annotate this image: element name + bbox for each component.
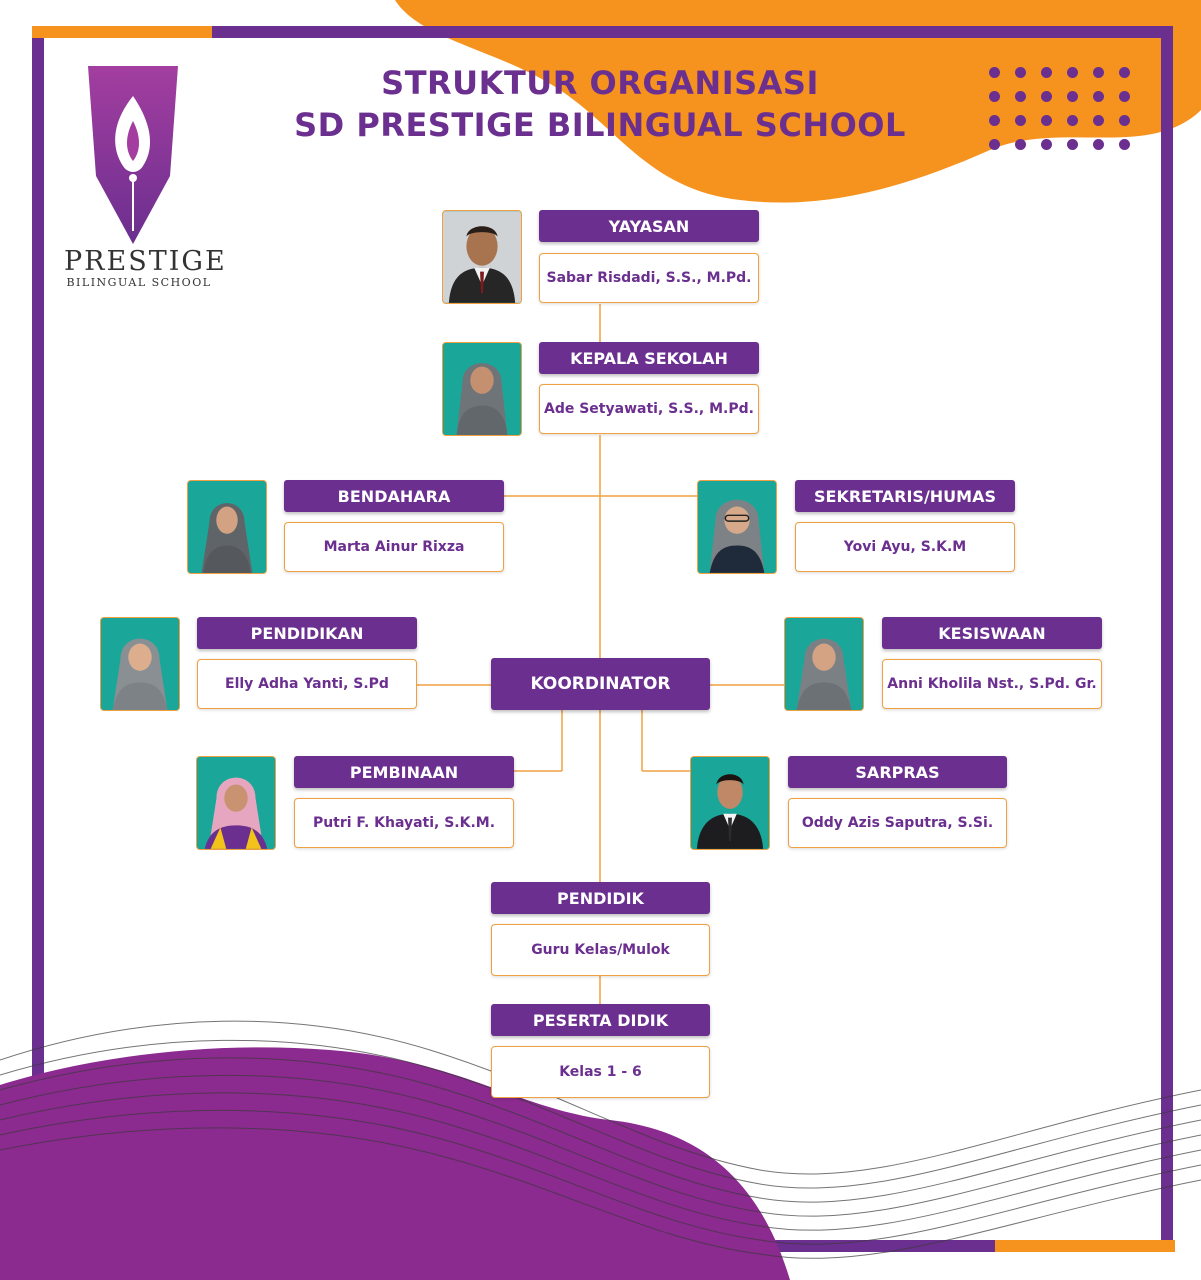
dot (1093, 91, 1104, 102)
dot (1015, 139, 1026, 150)
dot (1041, 139, 1052, 150)
pendidikan-name: Elly Adha Yanti, S.Pd (197, 659, 417, 709)
dot (1015, 91, 1026, 102)
bendahara-photo (187, 480, 267, 574)
dot (1119, 91, 1130, 102)
dot (1119, 139, 1130, 150)
yayasan-name: Sabar Risdadi, S.S., M.Pd. (539, 253, 759, 303)
kepala-sekolah-name: Ade Setyawati, S.S., M.Pd. (539, 384, 759, 434)
pendidik-role: PENDIDIK (491, 882, 710, 914)
bendahara-role: BENDAHARA (284, 480, 504, 512)
yayasan-photo (442, 210, 522, 304)
page-title-line2: SD PRESTIGE BILINGUAL SCHOOL (294, 106, 906, 144)
pembinaan-role: PEMBINAAN (294, 756, 514, 788)
dot (1041, 115, 1052, 126)
dot (1067, 67, 1078, 78)
logo-name: PRESTIGE (64, 246, 227, 277)
sarpras-name: Oddy Azis Saputra, S.Si. (788, 798, 1007, 848)
bottom-magenta-wave (0, 1047, 790, 1280)
connector-lines (417, 304, 784, 1004)
dot (1041, 91, 1052, 102)
yayasan-role: YAYASAN (539, 210, 759, 242)
pen-nib-flame-icon (88, 66, 178, 244)
kesiswaan-name: Anni Kholila Nst., S.Pd. Gr. (882, 659, 1102, 709)
sekretaris-role: SEKRETARIS/HUMAS (795, 480, 1015, 512)
dot (1119, 67, 1130, 78)
kesiswaan-photo (784, 617, 864, 711)
koordinator-role: KOORDINATOR (491, 658, 710, 710)
dot (1067, 139, 1078, 150)
dot (1093, 139, 1104, 150)
frame-accent-top-left (32, 26, 212, 38)
dot (1015, 67, 1026, 78)
pendidik-name: Guru Kelas/Mulok (491, 924, 710, 976)
dot (989, 91, 1000, 102)
sarpras-photo (690, 756, 770, 850)
kepala-sekolah-photo (442, 342, 522, 436)
peserta-didik-role: PESERTA DIDIK (491, 1004, 710, 1036)
dot (1015, 115, 1026, 126)
dot (1093, 67, 1104, 78)
pendidikan-role: PENDIDIKAN (197, 617, 417, 649)
dot (1067, 91, 1078, 102)
dot (1041, 67, 1052, 78)
dot (1067, 115, 1078, 126)
kesiswaan-role: KESISWAAN (882, 617, 1102, 649)
peserta-didik-name: Kelas 1 - 6 (491, 1046, 710, 1098)
top-orange-blob (395, 0, 1201, 203)
logo-subtitle: BILINGUAL SCHOOL (66, 276, 212, 289)
frame-accent-bottom-right (995, 1240, 1175, 1252)
sekretaris-name: Yovi Ayu, S.K.M (795, 522, 1015, 572)
dot (989, 67, 1000, 78)
dot (989, 139, 1000, 150)
pembinaan-photo (196, 756, 276, 850)
kepala-sekolah-role: KEPALA SEKOLAH (539, 342, 759, 374)
sarpras-role: SARPRAS (788, 756, 1007, 788)
dot (989, 115, 1000, 126)
dot (1119, 115, 1130, 126)
pembinaan-name: Putri F. Khayati, S.K.M. (294, 798, 514, 848)
dot (1093, 115, 1104, 126)
wave-lines (0, 1020, 1201, 1259)
page-title-line1: STRUKTUR ORGANISASI (381, 64, 819, 102)
sekretaris-photo (697, 480, 777, 574)
bendahara-name: Marta Ainur Rixza (284, 522, 504, 572)
pendidikan-photo (100, 617, 180, 711)
